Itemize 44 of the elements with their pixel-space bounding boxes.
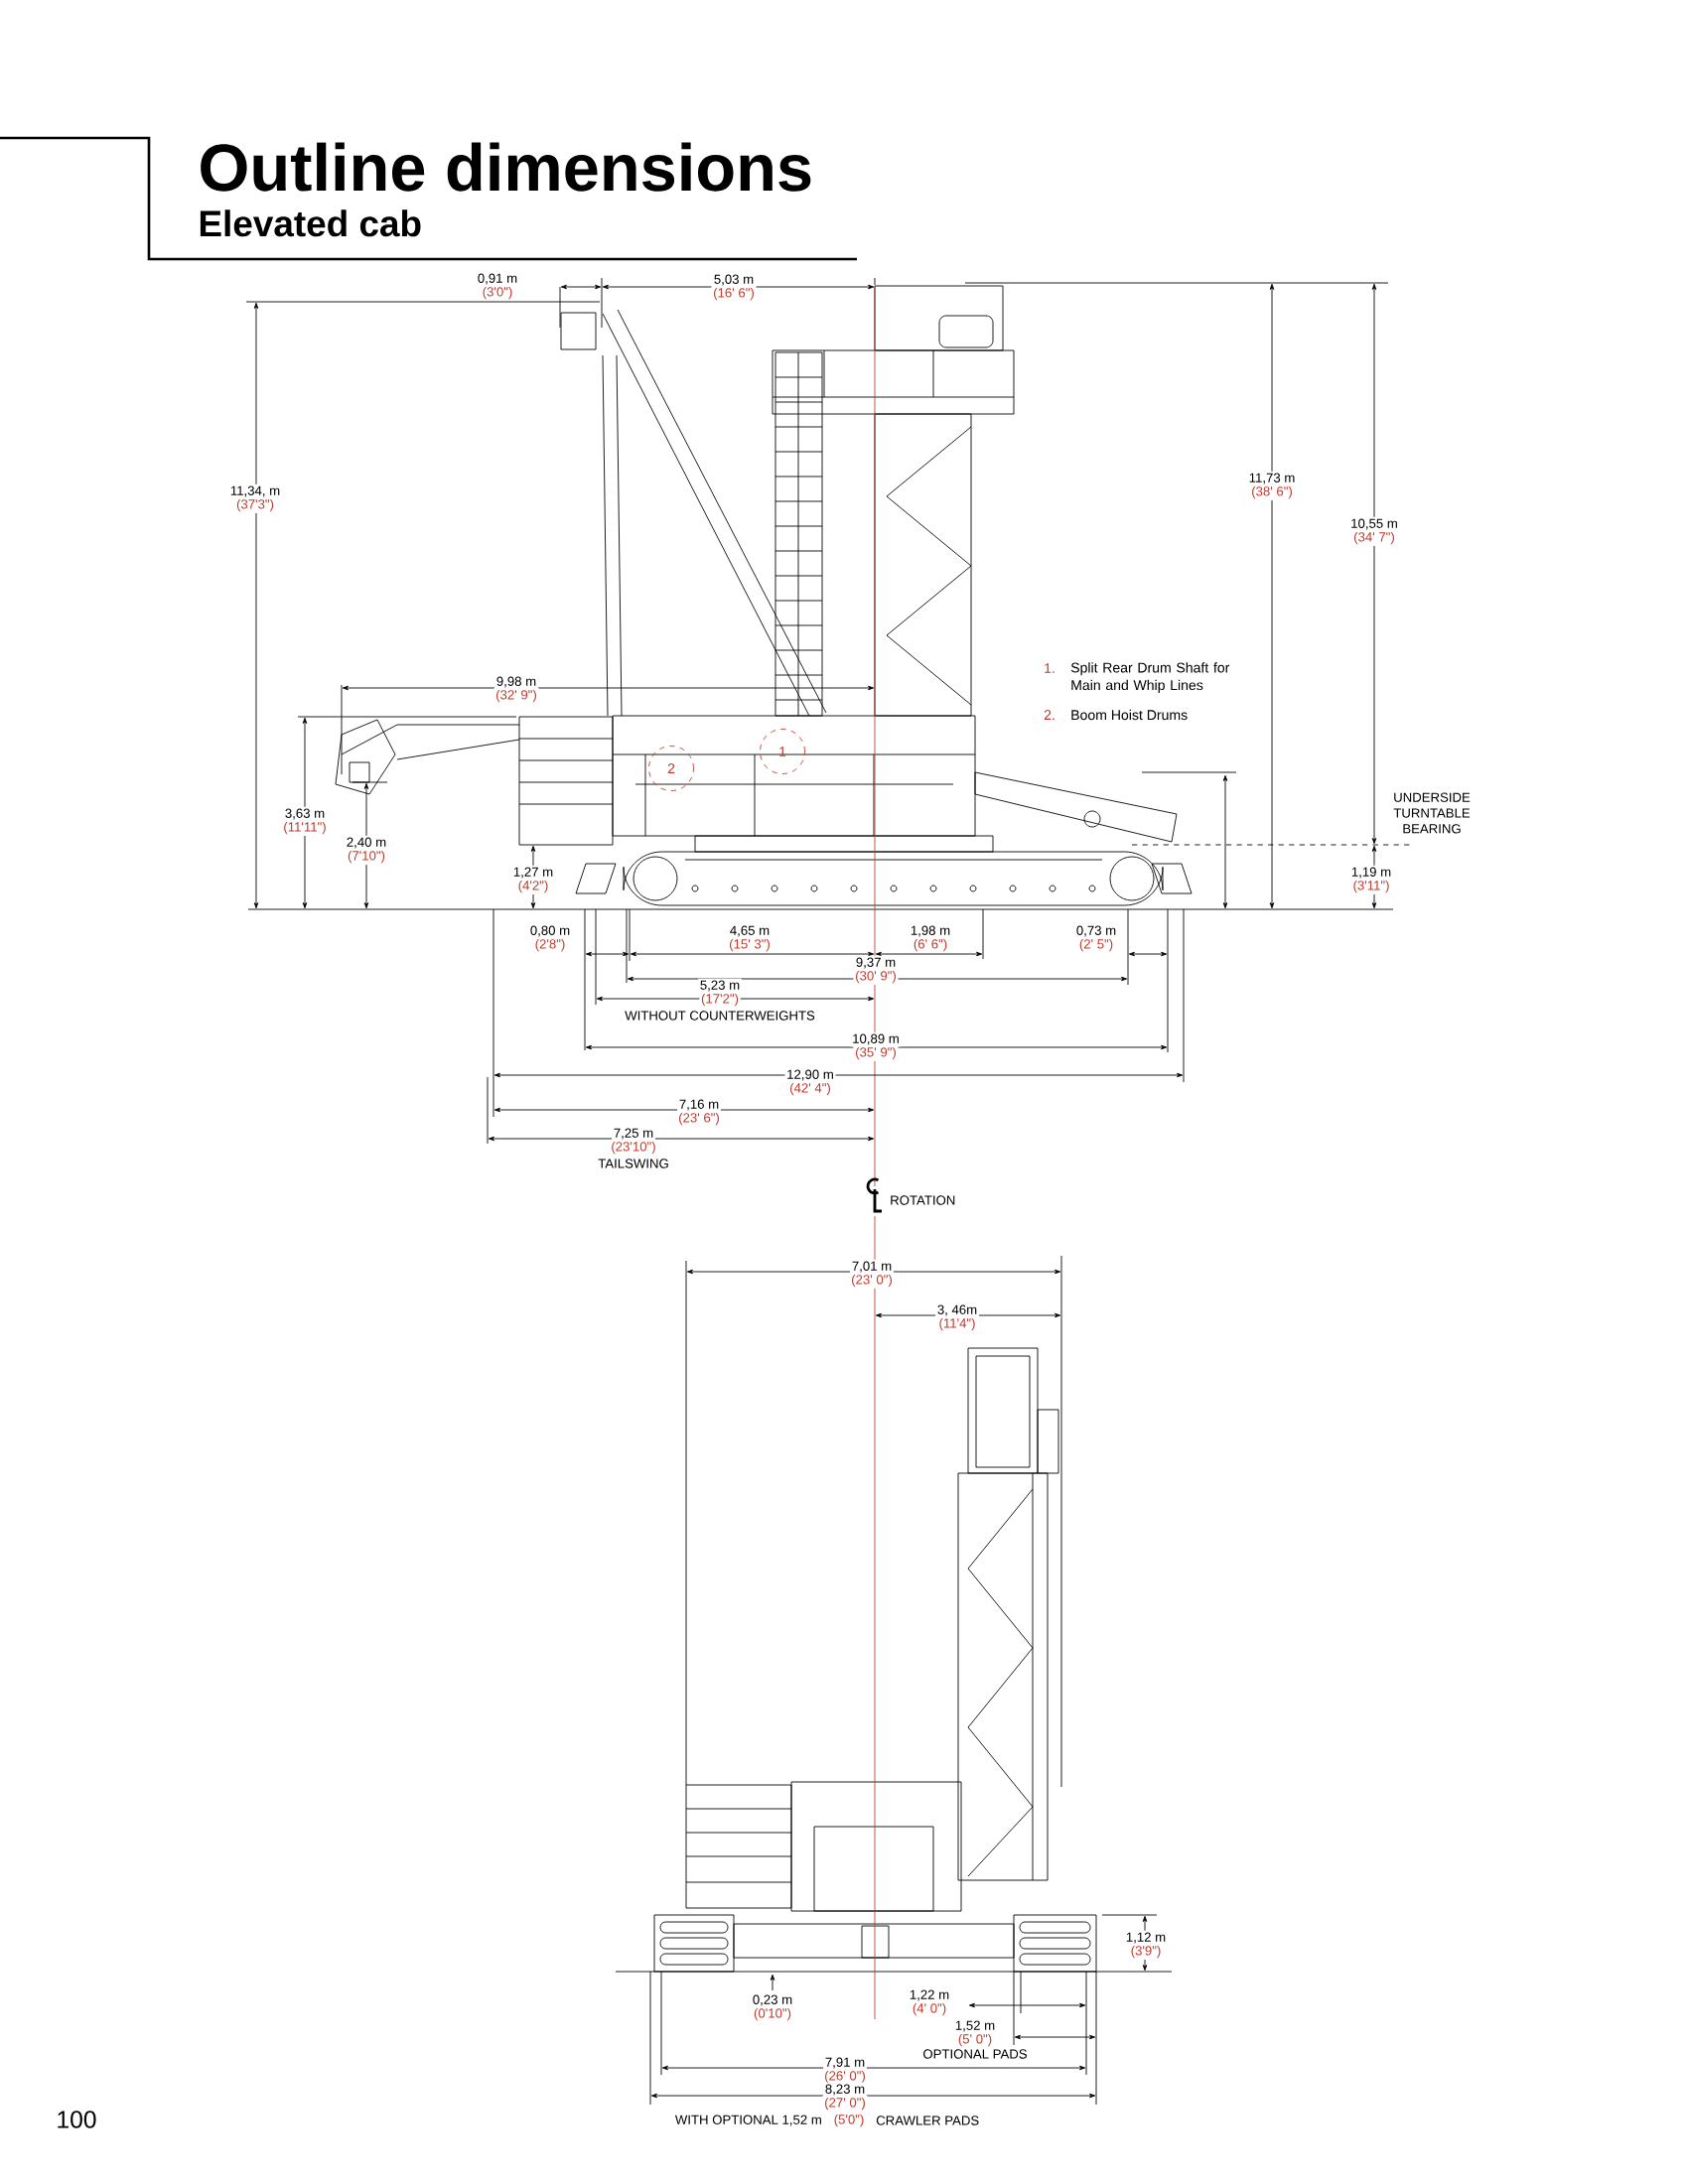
dimension-caption: OPTIONAL PADS <box>920 2047 1030 2061</box>
dimension-label: (11'11") <box>281 820 329 836</box>
dimension-label: (17'2") <box>699 992 741 1008</box>
list-number: 1. <box>1045 663 1055 673</box>
dimension-label: (23' 0") <box>849 1273 895 1289</box>
list-number: 2. <box>1044 710 1055 720</box>
dimension-label: (37'3") <box>234 497 276 513</box>
callout-number: 1 <box>760 729 805 774</box>
dimension-label: (16' 6") <box>711 286 757 302</box>
dimension-caption: WITH OPTIONAL 1,52 m <box>673 2113 824 2128</box>
dimension-label: (5'0") <box>831 2113 867 2128</box>
note-text: Split Rear Drum Shaft for Main and Whip Lines <box>1070 662 1230 693</box>
dimension-label: (23'10") <box>609 1140 658 1156</box>
subtitle: Elevated cab <box>200 209 421 237</box>
dimension-label: (7'10") <box>346 849 387 865</box>
dimension-label: (2' 5") <box>1077 937 1115 953</box>
dimension-label: (3'11") <box>1350 879 1392 894</box>
dimension-label: (32' 9") <box>493 688 539 704</box>
dimension-label: (4' 0") <box>911 2001 948 2017</box>
dimension-label: (23' 6") <box>676 1111 722 1127</box>
dimension-label: (35' 9") <box>853 1045 899 1061</box>
dimension-label: (30' 9") <box>853 969 899 985</box>
dimension-label: (3'0") <box>480 285 515 301</box>
dimension-label: (27' 0") <box>822 2096 868 2112</box>
dimension-label: (0'10") <box>752 2006 793 2022</box>
page-number: 100 <box>58 2111 96 2128</box>
dimension-label: (3'9") <box>1128 1944 1164 1960</box>
dimension-caption: WITHOUT COUNTERWEIGHTS <box>623 1009 817 1023</box>
dimension-label: (6' 6") <box>912 937 949 953</box>
callout-number: 2 <box>648 746 694 791</box>
dimension-label: (15' 3") <box>727 937 773 953</box>
note-text: Boom Hoist Drums <box>1071 709 1188 721</box>
dimension-caption: CRAWLER PADS <box>874 2114 981 2127</box>
dimension-caption: ROTATION <box>888 1193 958 1207</box>
dimension-label: (5' 0") <box>956 2032 994 2048</box>
dimension-label: (4'2") <box>515 879 551 894</box>
dimension-caption: TAILSWING <box>596 1157 671 1170</box>
dimension-label: (38' 6") <box>1249 484 1295 500</box>
dimension-label: (2'8") <box>532 937 568 953</box>
dimension-label: (11'4") <box>936 1316 978 1332</box>
dimension-caption: UNDERSIDE TURNTABLE BEARING <box>1393 792 1471 834</box>
dimension-label: (34' 7") <box>1351 530 1397 546</box>
title: Outline dimensions <box>201 142 811 192</box>
dimension-label: (42' 4") <box>787 1081 833 1097</box>
